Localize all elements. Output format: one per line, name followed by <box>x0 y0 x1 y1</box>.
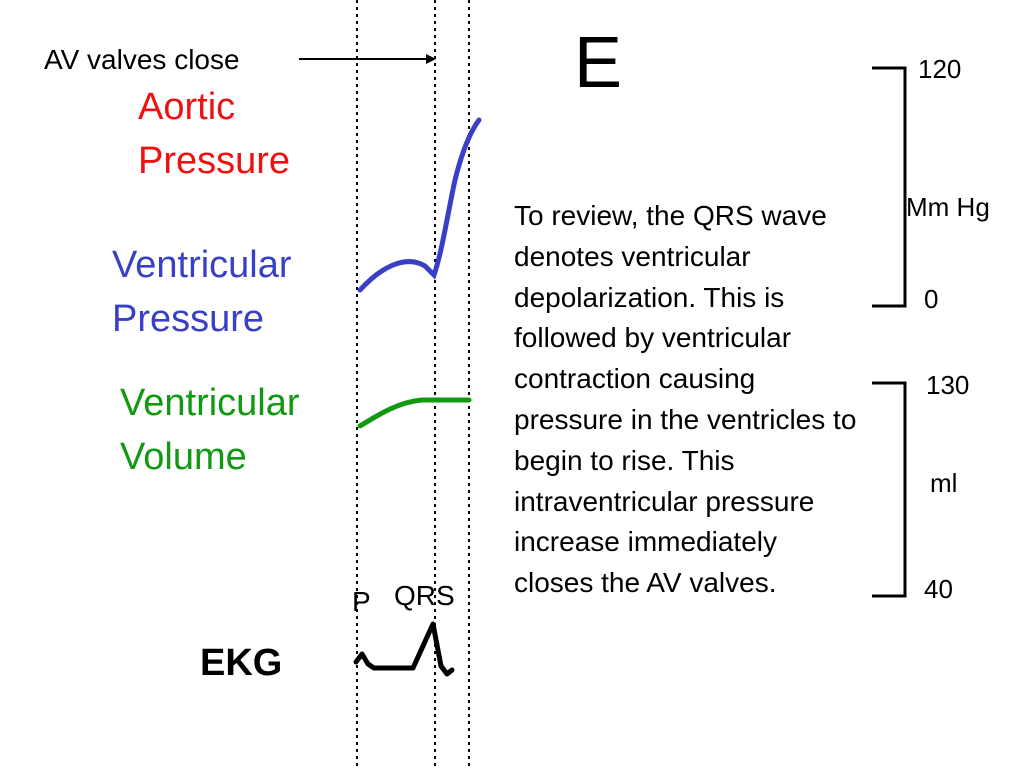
ekg-label: EKG <box>200 642 283 684</box>
aortic-pressure-label: Aortic Pressure <box>138 80 290 188</box>
ventricular-pressure-line1: Ventricular <box>112 244 292 286</box>
ventricular-pressure-label: Ventricular Pressure <box>112 238 292 346</box>
ventricular-volume-line2: Volume <box>120 436 247 478</box>
av-valves-arrow-head <box>426 54 436 64</box>
review-paragraph: To review, the QRS wave denotes ventricu… <box>514 200 857 599</box>
stage-letter: E <box>574 23 623 103</box>
ventricular-volume-trace <box>357 397 472 429</box>
pressure-scale-bracket <box>872 66 907 308</box>
pressure-scale-min: 0 <box>924 284 939 314</box>
pressure-scale-unit: Mm Hg <box>906 192 990 222</box>
volume-scale-min: 40 <box>924 574 953 604</box>
ventricular-pressure-line2: Pressure <box>112 298 265 340</box>
volume-scale-bracket <box>872 381 907 598</box>
qrs-label: QRS <box>394 580 455 611</box>
volume-scale-unit: ml <box>930 468 958 498</box>
pressure-scale-max: 120 <box>918 54 962 84</box>
p-wave-label: P <box>352 586 371 617</box>
av-valves-close-label: AV valves close <box>44 44 240 75</box>
ventricular-volume-label: Ventricular Volume <box>120 376 300 484</box>
aortic-label-line1: Aortic <box>138 86 236 128</box>
ekg-trace <box>353 621 455 677</box>
aortic-label-line2: Pressure <box>138 140 291 182</box>
volume-scale-max: 130 <box>926 370 970 400</box>
ventricular-pressure-trace <box>357 117 482 293</box>
ventricular-volume-line1: Ventricular <box>120 382 300 424</box>
